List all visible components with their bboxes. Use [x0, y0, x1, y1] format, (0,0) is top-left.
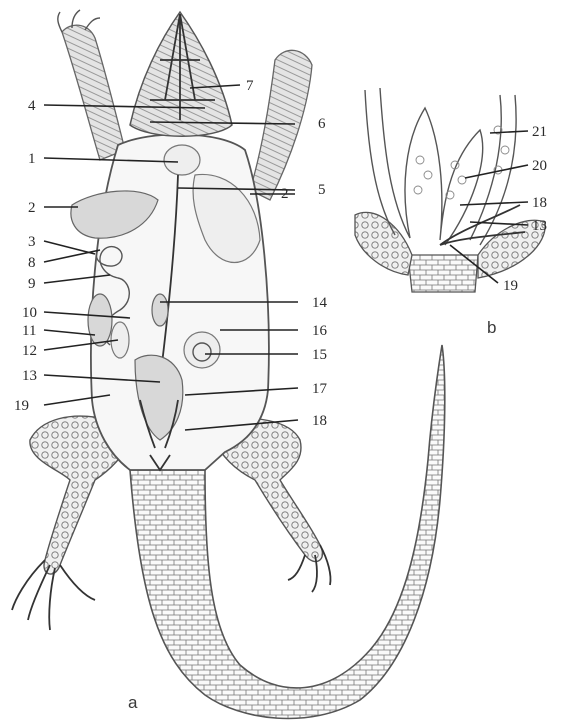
label-b-18: 18: [532, 195, 547, 211]
panel-label-b: b: [487, 318, 496, 337]
label-11: 11: [22, 323, 36, 339]
bladder: [184, 332, 220, 368]
label-18: 18: [312, 413, 327, 429]
label-15: 15: [312, 347, 327, 363]
label-b-13: 13: [532, 218, 547, 234]
stomach: [152, 294, 168, 326]
detail-b: [355, 88, 545, 292]
label-12: 12: [22, 343, 37, 359]
label-17: 17: [312, 381, 328, 397]
panel-label-a: a: [128, 693, 138, 712]
lizard-dissection: [12, 10, 445, 719]
label-19: 19: [14, 398, 29, 414]
right-forelimb: [250, 50, 312, 200]
label-2-left: 2: [28, 200, 36, 216]
detail-b-base: [408, 255, 478, 292]
label-13: 13: [22, 368, 37, 384]
label-5: 5: [318, 182, 326, 198]
label-4: 4: [28, 98, 36, 114]
label-8: 8: [28, 255, 36, 271]
label-b-20: 20: [532, 158, 547, 174]
heart: [164, 145, 200, 175]
label-16: 16: [312, 323, 328, 339]
label-14: 14: [312, 295, 328, 311]
label-3: 3: [28, 234, 36, 250]
label-2-right: 2: [281, 186, 289, 202]
label-b-19: 19: [503, 278, 518, 294]
head-throat: [130, 12, 232, 136]
label-7: 7: [246, 78, 254, 94]
label-10: 10: [22, 305, 37, 321]
label-b-21: 21: [532, 124, 547, 140]
label-9: 9: [28, 276, 36, 292]
detail-b-texture: [414, 126, 509, 199]
detail-b-left-flap: [355, 212, 412, 275]
label-6: 6: [318, 116, 326, 132]
label-1: 1: [28, 151, 36, 167]
kidney-left: [88, 294, 112, 346]
left-forelimb: [62, 25, 125, 160]
